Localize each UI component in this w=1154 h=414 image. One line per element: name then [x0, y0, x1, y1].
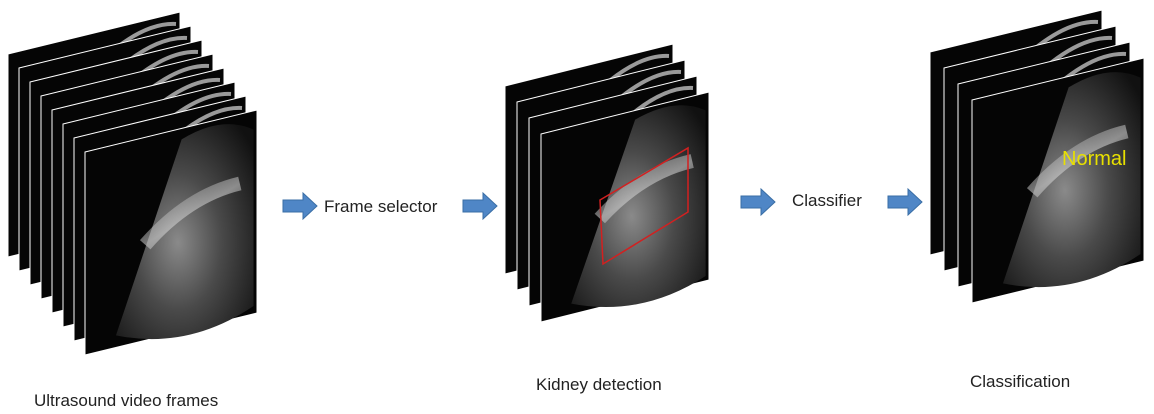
ultrasound-frame [85, 110, 257, 355]
right-arrow-icon [463, 193, 497, 219]
classifier-label: Classifier [792, 191, 862, 210]
ultrasound-video-frames-caption: Ultrasound video frames [34, 391, 218, 410]
right-arrow-icon [741, 189, 775, 215]
ultrasound-frame-stack-input [8, 12, 257, 355]
ultrasound-frame-stack-detection [505, 44, 709, 322]
right-arrow-icon [283, 193, 317, 219]
ultrasound-frame [972, 58, 1144, 303]
right-arrow-icon [888, 189, 922, 215]
kidney-detection-caption: Kidney detection [536, 375, 662, 394]
classification-overlay-label: Normal [1062, 148, 1126, 170]
frame-selector-label: Frame selector [324, 197, 438, 216]
classification-caption: Classification [970, 372, 1070, 391]
